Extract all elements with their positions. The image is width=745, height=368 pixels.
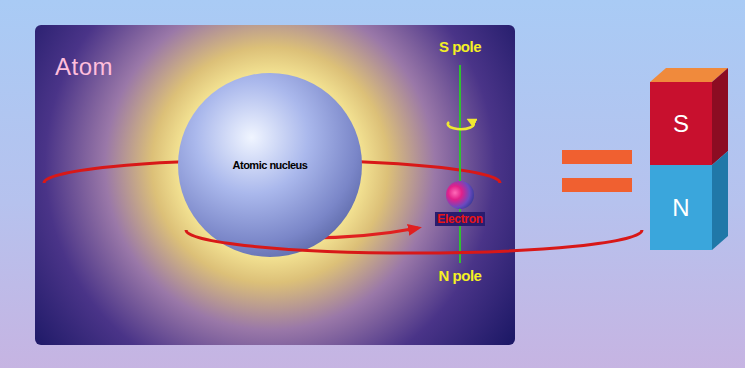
- spin-arrow: [448, 121, 474, 129]
- pole-letter: S: [673, 110, 689, 138]
- nucleus-label: Atomic nucleus: [233, 159, 308, 171]
- nucleus-sphere: Atomic nucleus: [177, 72, 363, 258]
- pole-label: S pole: [439, 38, 481, 55]
- equals-bar: [562, 178, 632, 192]
- pole-label-holder: S pole: [439, 38, 481, 55]
- atom-title: Atom: [55, 53, 113, 81]
- magnet-side-face: [712, 151, 728, 250]
- pole-label: N pole: [439, 267, 482, 284]
- electron-sphere: Electron: [425, 180, 495, 226]
- pole-letter: N: [672, 194, 689, 222]
- spin-axis: [459, 65, 461, 263]
- atom-panel: Atom Atomic nucleus Electron S pole N pole: [35, 25, 515, 345]
- pole-label-holder: N pole: [439, 267, 482, 284]
- magnet-n-pole: N: [650, 165, 712, 250]
- magnet-s-pole: S: [650, 82, 712, 165]
- electron-ball: [446, 181, 474, 209]
- nucleus-ball: [178, 73, 362, 257]
- atom-front-layer: [177, 72, 657, 368]
- magnet-side-face: [712, 68, 728, 165]
- equals-bar: [562, 150, 632, 164]
- electron-label: Electron: [435, 212, 485, 226]
- orbit-front: [186, 230, 642, 253]
